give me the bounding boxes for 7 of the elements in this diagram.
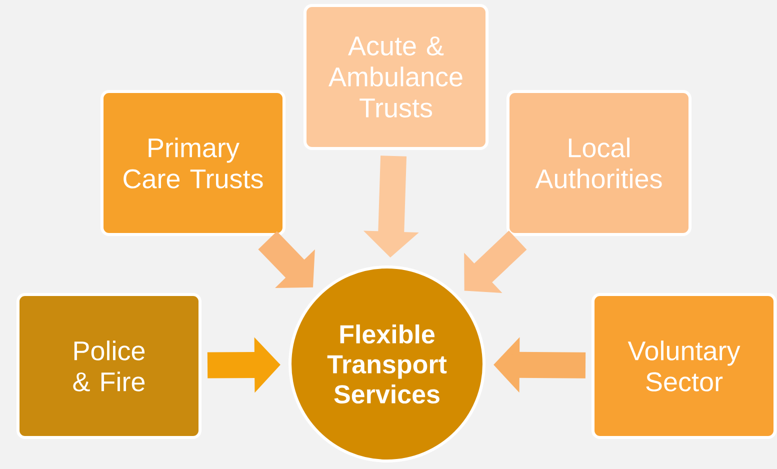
- rounded-box: Voluntary Sector: [592, 293, 776, 439]
- rounded-box: Acute & Ambulance Trusts: [304, 4, 488, 150]
- block-arrow: [464, 230, 527, 294]
- rounded-box: Local Authorities: [506, 90, 692, 236]
- rounded-box: Primary Care Trusts: [100, 90, 286, 236]
- rounded-box: Police & Fire: [16, 293, 202, 439]
- block-arrow: [258, 231, 315, 288]
